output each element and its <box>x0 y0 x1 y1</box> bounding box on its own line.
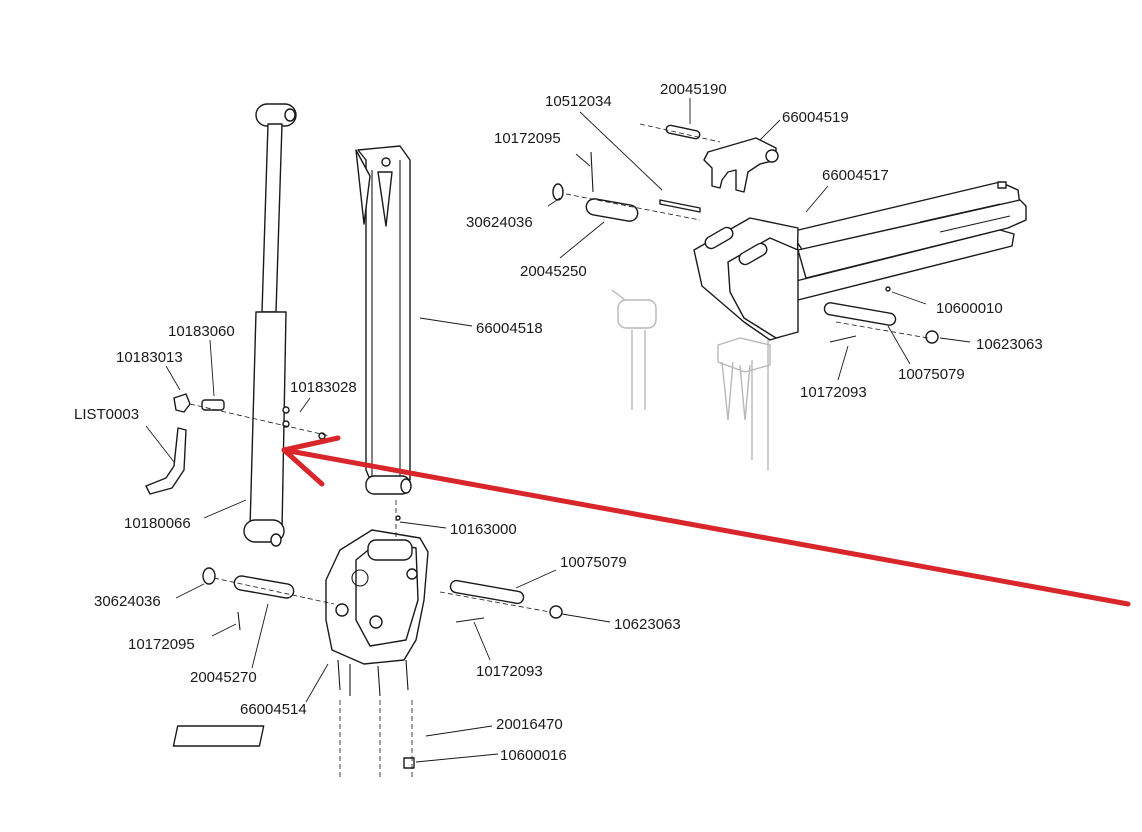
gas-spring-10180066 <box>243 103 297 547</box>
label-10075079-top: 10075079 <box>898 366 965 383</box>
fitting-10183028 <box>318 432 326 440</box>
bolt-10600010 <box>885 286 891 292</box>
pin-20045250 <box>585 198 639 222</box>
red-annotation-arrow <box>281 435 1131 607</box>
label-66004517: 66004517 <box>822 167 889 184</box>
label-10180066: 10180066 <box>124 515 191 532</box>
label-10172095-top: 10172095 <box>494 130 561 147</box>
pin-10075079-bot <box>449 579 525 605</box>
label-30624036-top: 30624036 <box>466 214 533 231</box>
washer-10623063-bot <box>549 605 563 619</box>
washer-30624036-bot <box>202 567 216 585</box>
hydraulic-fittings <box>145 393 331 495</box>
label-10600010: 10600010 <box>936 300 1003 317</box>
boom-arm-66004517 <box>771 181 1027 304</box>
label-66004519: 66004519 <box>782 109 849 126</box>
pin-20045270 <box>233 575 295 599</box>
label-10512034: 10512034 <box>545 93 612 110</box>
pin-20045190 <box>665 124 701 140</box>
label-10183060: 10183060 <box>168 323 235 340</box>
label-10623063-top: 10623063 <box>976 336 1043 353</box>
label-30624036-bot: 30624036 <box>94 593 161 610</box>
base-plate-20016470 <box>172 725 265 747</box>
cotter-10172095-bot <box>237 611 241 631</box>
label-10183028: 10183028 <box>290 379 357 396</box>
bracket-66004519 <box>703 137 779 193</box>
boom-arm-assembly <box>547 98 1027 470</box>
cotter-10172093-top <box>829 335 857 343</box>
label-20045270: 20045270 <box>190 669 257 686</box>
base-bracket-66004514 <box>325 529 429 697</box>
label-10075079-bot: 10075079 <box>560 554 627 571</box>
ghost-column-outline <box>611 289 771 470</box>
label-10172095-bot: 10172095 <box>128 636 195 653</box>
washer-30624036-top <box>552 183 564 201</box>
mast-column-66004518 <box>355 145 412 495</box>
label-LIST0003: LIST0003 <box>74 406 139 423</box>
roll-pin-10512034 <box>659 199 701 213</box>
label-20045250: 20045250 <box>520 263 587 280</box>
bolt-10163000 <box>395 515 401 521</box>
label-10623063-bot: 10623063 <box>614 616 681 633</box>
washer-10623063-top <box>925 330 939 344</box>
label-20016470: 20016470 <box>496 716 563 733</box>
label-10172093-bot: 10172093 <box>476 663 543 680</box>
label-66004514: 66004514 <box>240 701 307 718</box>
label-20045190: 20045190 <box>660 81 727 98</box>
label-10600016: 10600016 <box>500 747 567 764</box>
hinge-plates <box>693 217 799 341</box>
label-66004518: 66004518 <box>476 320 543 337</box>
fitting-10183060 <box>201 399 225 411</box>
cotter-10172095-top <box>590 151 594 193</box>
elbow-10183013 <box>173 393 191 413</box>
label-10183013: 10183013 <box>116 349 183 366</box>
hose-LIST0003 <box>145 427 187 495</box>
cotter-10172093-bot <box>455 617 485 623</box>
label-10172093-top: 10172093 <box>800 384 867 401</box>
label-10163000: 10163000 <box>450 521 517 538</box>
part-labels: 10512034 20045190 66004519 10172095 6600… <box>74 81 1043 764</box>
nut-10600016 <box>403 757 415 769</box>
pin-10075079-top <box>823 302 897 326</box>
